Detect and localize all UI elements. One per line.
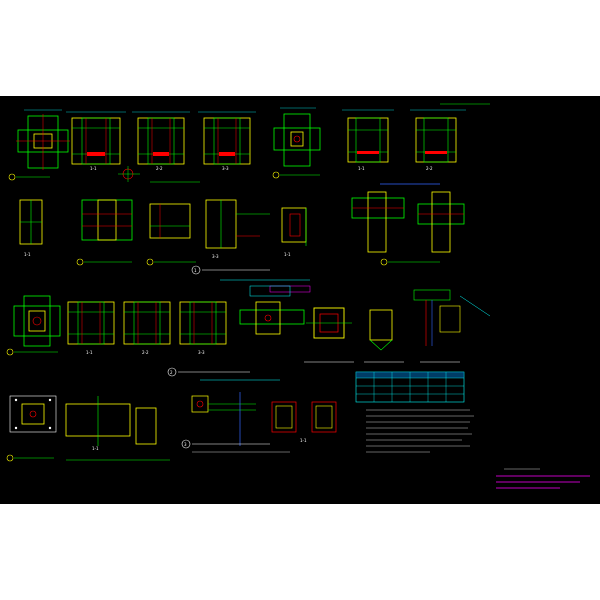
detail-1-plan — [8, 109, 70, 181]
detail-number-1: 1 — [194, 268, 197, 273]
section-mark-row4-1-1-b: 1-1 — [300, 438, 307, 443]
small-connection-detail — [118, 166, 200, 183]
detail-2-elevations: 1-1 2-2 — [342, 103, 490, 185]
section-mark-row3-3-3: 3-3 — [198, 350, 205, 355]
row-2-caption: 1 — [191, 265, 311, 293]
detail-number-3: 3 — [184, 442, 187, 447]
section-mark-3-3: 3-3 — [222, 166, 229, 171]
row-3-caption: 2 — [167, 361, 460, 381]
row-4-details: 1-1 1-1 3 — [6, 392, 337, 462]
detail-1-elevations: 1-1 2-2 3-3 — [66, 111, 256, 171]
section-mark-1-1: 1-1 — [90, 166, 97, 171]
section-mark-2-2: 2-2 — [156, 166, 163, 171]
magenta-note — [496, 468, 590, 489]
detail-number-2: 2 — [170, 370, 173, 375]
row-3-details: 1-1 2-2 3-3 — [6, 285, 491, 356]
section-mark-2-2-b: 2-2 — [426, 166, 433, 171]
schedule-table — [355, 371, 465, 403]
section-mark-1-1-b: 1-1 — [358, 166, 365, 171]
section-mark-row3-2-2: 2-2 — [142, 350, 149, 355]
general-notes — [366, 409, 474, 453]
row-2-details: 1-1 3-3 — [19, 191, 465, 266]
section-mark-row2-1-1: 1-1 — [24, 252, 31, 257]
section-mark-row3-1-1: 1-1 — [86, 350, 93, 355]
section-mark-row2-3-3: 1-1 — [284, 252, 291, 257]
detail-2-plan — [272, 107, 321, 179]
cad-drawing-sheet: 1-1 2-2 3-3 — [0, 96, 600, 504]
section-mark-row2-2-2: 3-3 — [212, 254, 219, 259]
steel-concrete-joint-details-drawing: 1-1 2-2 3-3 — [6, 103, 590, 489]
section-mark-row4-1-1: 1-1 — [92, 446, 99, 451]
